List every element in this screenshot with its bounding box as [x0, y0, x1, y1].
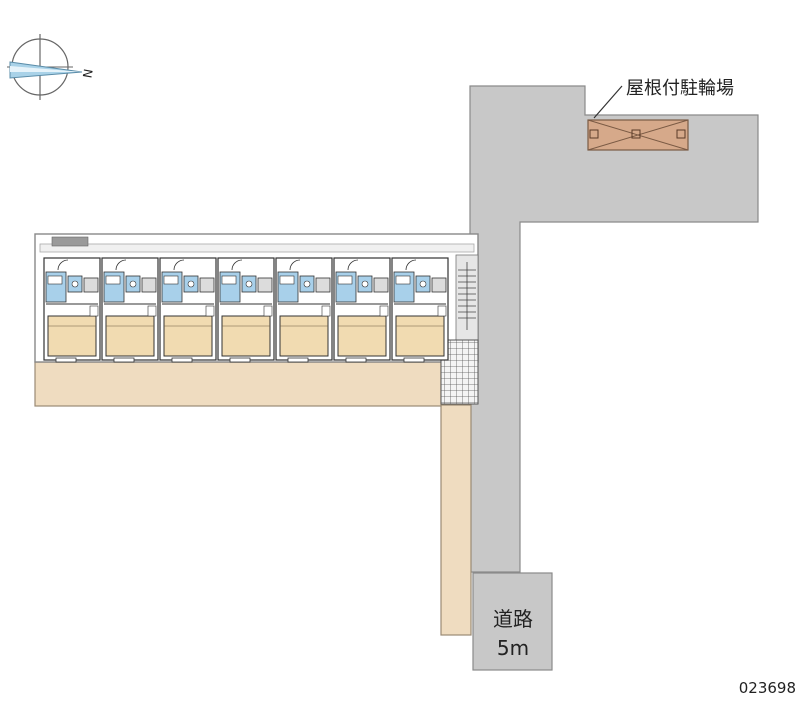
road-name-label: 道路 [493, 607, 533, 631]
apartment-unit [275, 257, 333, 363]
property-code: 023698 [739, 679, 796, 697]
north-marker: N [80, 68, 95, 79]
apartment-unit [333, 257, 391, 363]
paved-area [469, 85, 759, 573]
compass-icon: N [7, 34, 96, 100]
mailbox-icon [51, 236, 89, 247]
apartment-unit [101, 257, 159, 363]
apartment-unit [217, 257, 275, 363]
road [472, 572, 553, 671]
apartment-unit [43, 257, 101, 363]
apartment-unit [391, 257, 449, 363]
bike-parking-label: 屋根付駐輪場 [626, 78, 734, 99]
bike-parking: 屋根付駐輪場 [587, 78, 734, 151]
apartment-unit [159, 257, 217, 363]
garden-strip-vertical [440, 404, 472, 636]
road-width-label: 5m [497, 636, 529, 660]
apartment-building [34, 233, 479, 405]
garden-strip-horizontal [34, 361, 442, 407]
